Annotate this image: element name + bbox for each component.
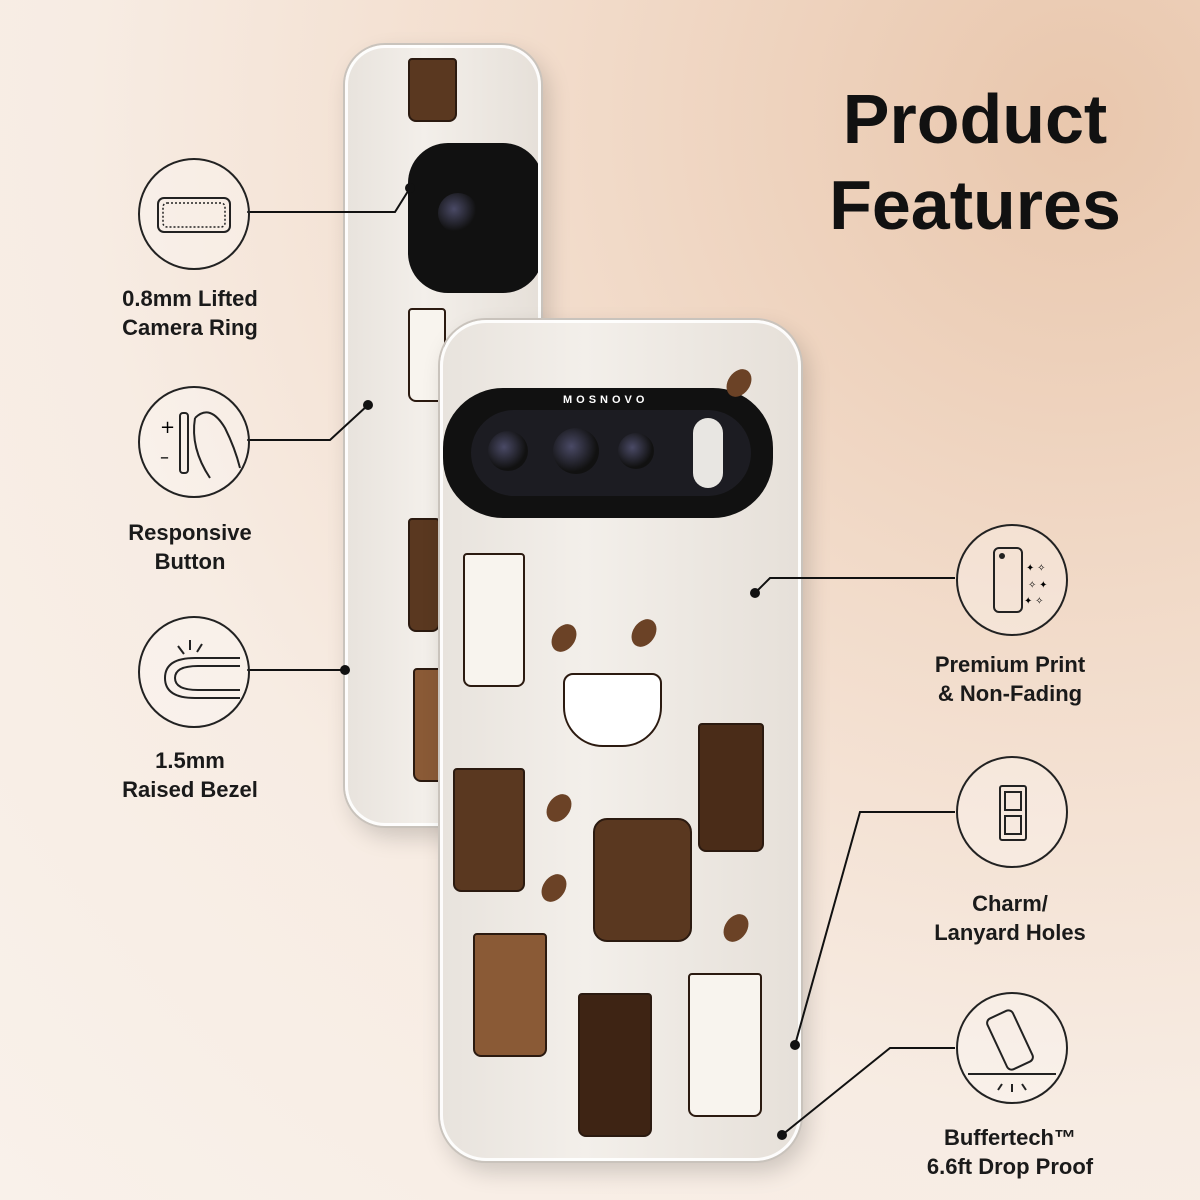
coffee-print [578, 993, 652, 1137]
flash [693, 418, 723, 488]
lanyard-hole-icon [956, 756, 1068, 868]
coffee-print [408, 518, 440, 632]
feature-label: Charm/Lanyard Holes [934, 891, 1086, 945]
title-line-1: Product [842, 80, 1108, 158]
camera-lens [553, 428, 599, 474]
camera-bar: MOSNOVO [443, 388, 773, 518]
camera-lens [488, 431, 528, 471]
camera-lens [438, 193, 478, 233]
coffee-print [463, 553, 525, 687]
coffee-print [453, 768, 525, 892]
coffee-print [688, 973, 762, 1117]
raised-bezel-icon [138, 616, 250, 728]
brand-text: MOSNOVO [563, 394, 649, 406]
svg-text:–: – [160, 447, 169, 468]
svg-text:✦ ✧: ✦ ✧ [1026, 563, 1046, 574]
coffee-print [408, 58, 457, 122]
coffee-print [563, 673, 662, 747]
print-sparkle-icon: ✦ ✧ ✧ ✦ ✦ ✧ [956, 524, 1068, 636]
coffee-print [473, 933, 547, 1057]
coffee-print [698, 723, 764, 852]
svg-text:+: + [160, 417, 175, 438]
svg-text:✧ ✦: ✧ ✦ [1028, 580, 1048, 591]
feature-label: Premium Print& Non-Fading [934, 652, 1086, 706]
coffee-print [593, 818, 692, 942]
button-press-icon: +– [138, 386, 250, 498]
title-line-2: Features [829, 166, 1121, 244]
svg-text:✦ ✧: ✦ ✧ [1024, 596, 1044, 607]
camera-lens [618, 433, 654, 469]
drop-proof-icon [956, 992, 1068, 1104]
coffee-print [408, 308, 446, 402]
phone-case-back-view: MOSNOVO [440, 320, 801, 1161]
camera-ring-icon [138, 158, 250, 270]
